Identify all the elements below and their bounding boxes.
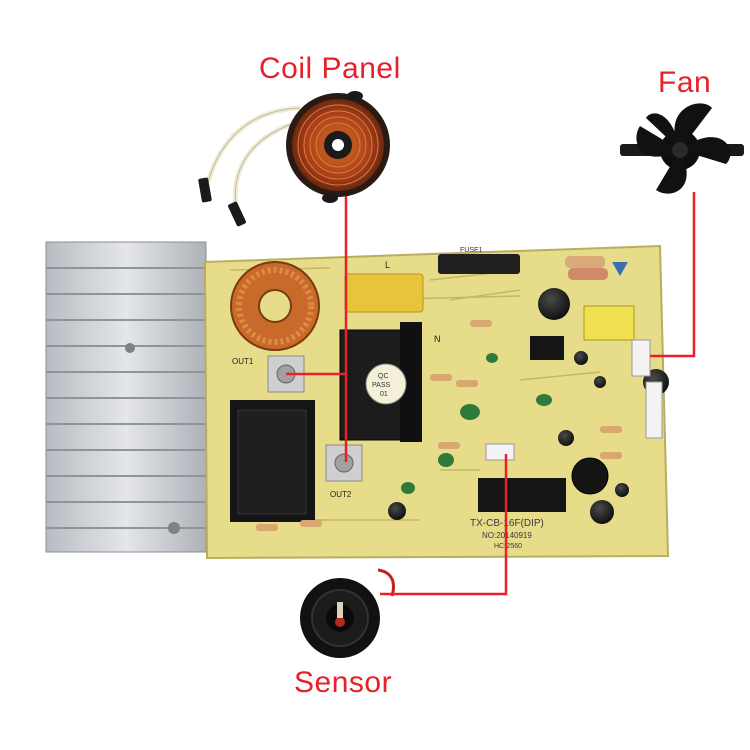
svg-text:OUT1: OUT1 xyxy=(232,357,254,366)
svg-text:PASS: PASS xyxy=(372,382,390,389)
svg-text:HC-2560: HC-2560 xyxy=(494,543,522,550)
callout-lines xyxy=(286,192,696,596)
toroid-inductor xyxy=(230,261,320,351)
l-marker: L xyxy=(385,260,390,270)
relay xyxy=(230,400,315,522)
ceramic-capacitors xyxy=(401,353,552,494)
small-resistors xyxy=(256,320,622,531)
electrolytic-capacitors xyxy=(388,288,669,524)
fan-connector xyxy=(631,339,651,377)
n-marker: N xyxy=(434,334,441,344)
svg-text:01: 01 xyxy=(380,391,388,398)
igbt-module: QC PASS 01 xyxy=(339,322,422,442)
fan-label: Fan xyxy=(658,66,712,99)
fan-illustration xyxy=(620,103,744,194)
resistors-top xyxy=(565,256,628,280)
qc-pass-sticker xyxy=(365,363,407,405)
coil-panel-label: Coil Panel xyxy=(259,52,401,85)
coil-panel-illustration xyxy=(198,91,390,227)
sensor-illustration xyxy=(300,568,395,658)
out2-terminal: OUT2 xyxy=(325,444,363,499)
sensor-connector xyxy=(485,443,515,461)
buzzer xyxy=(571,457,609,495)
fuse: FUSE1 xyxy=(438,247,520,274)
panel-connector xyxy=(645,381,663,439)
transformer xyxy=(583,305,635,341)
ic-chip xyxy=(478,336,566,512)
heatsink xyxy=(45,241,207,553)
svg-text:QC: QC xyxy=(378,373,389,380)
svg-text:OUT2: OUT2 xyxy=(330,490,352,499)
film-capacitor xyxy=(344,273,424,313)
sensor-callout-line xyxy=(380,454,508,596)
sensor-label: Sensor xyxy=(294,666,393,699)
svg-text:FUSE1: FUSE1 xyxy=(460,247,483,254)
fan-callout-line xyxy=(650,192,696,358)
